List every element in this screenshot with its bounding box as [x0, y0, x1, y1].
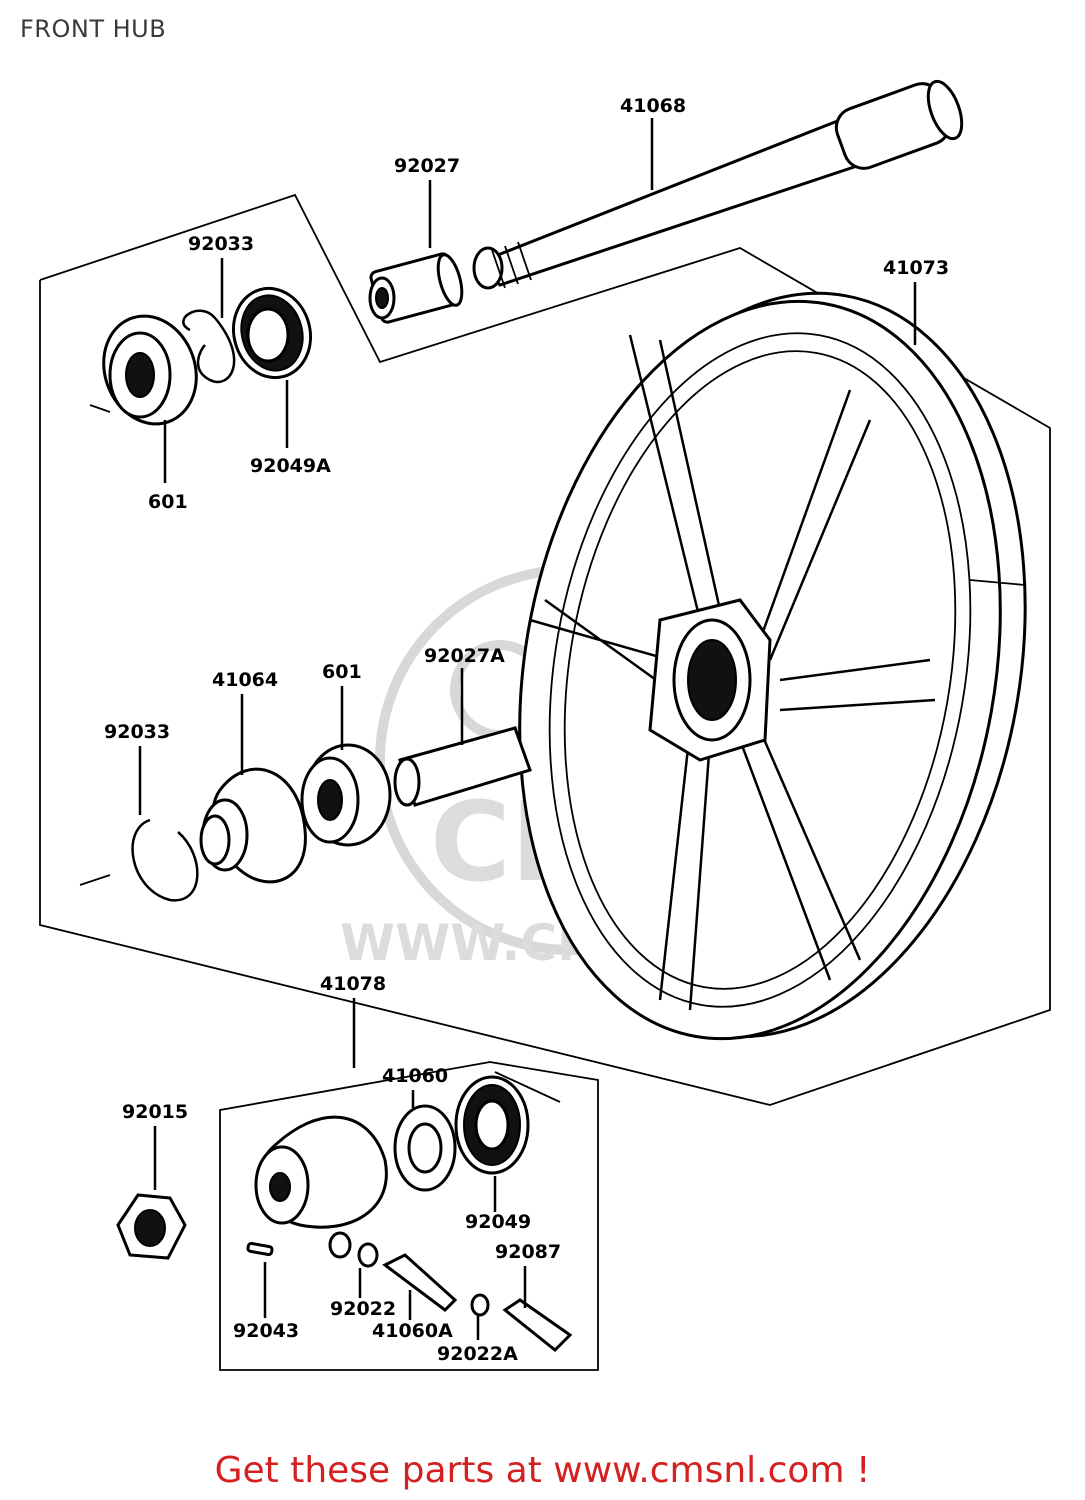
label-92033-top: 92033 [188, 233, 254, 255]
label-92087: 92087 [495, 1241, 561, 1263]
bearing-601 [300, 743, 392, 847]
plate-41064 [199, 767, 307, 884]
label-41073: 41073 [883, 257, 949, 279]
label-92022: 92022 [330, 1298, 396, 1320]
label-92015: 92015 [122, 1101, 188, 1123]
footer-promo-link[interactable]: Get these parts at www.cmsnl.com ! [214, 1450, 871, 1491]
sleeve-92027A [393, 726, 532, 807]
collar-92027 [368, 252, 464, 324]
label-92027: 92027 [394, 155, 460, 177]
snap-ring-92033-top [182, 309, 236, 384]
gearbox-41078 [246, 1075, 573, 1353]
label-92033: 92033 [104, 721, 170, 743]
assembly-outline [39, 193, 1051, 1371]
label-92049A: 92049A [250, 455, 331, 477]
label-41060A: 41060A [372, 1320, 453, 1342]
label-92027A: 92027A [424, 645, 505, 667]
leader-lines [138, 118, 917, 1340]
label-92022A: 92022A [437, 1343, 518, 1365]
label-92043: 92043 [233, 1320, 299, 1342]
label-41078: 41078 [320, 973, 386, 995]
page-title: FRONT HUB [20, 15, 167, 43]
direction-arrows [79, 404, 1026, 1103]
wheel-41073 [518, 291, 1027, 1041]
snap-ring-92033 [131, 818, 199, 902]
front-hub-diagram: CMS WWW.CMSNL.COM [39, 79, 1051, 1371]
oil-seal-92049A [231, 286, 313, 380]
bearing-601-top [102, 314, 198, 426]
label-41068: 41068 [620, 95, 686, 117]
label-41060: 41060 [382, 1065, 448, 1087]
label-92049: 92049 [465, 1211, 531, 1233]
part-labels: 41068 92027 92033 41073 92049A 601 92027… [104, 95, 949, 1365]
nut-92015 [116, 1193, 187, 1260]
axle-41068 [472, 79, 964, 290]
label-601: 601 [322, 661, 362, 683]
label-41064: 41064 [212, 669, 278, 691]
label-601-top: 601 [148, 491, 188, 513]
